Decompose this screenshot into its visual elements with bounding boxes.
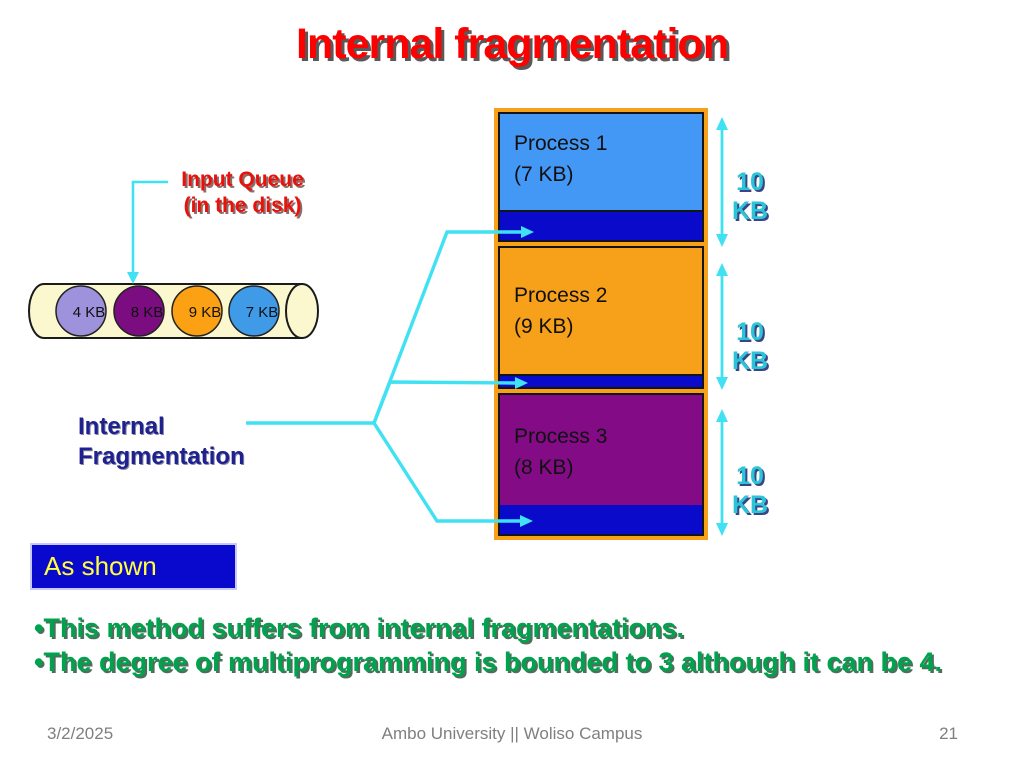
queue-item-7kb-label: 7 KB	[246, 304, 279, 321]
capacity-label-3-unit: KB	[731, 491, 769, 519]
process-2-area: Process 2 (9 KB)	[500, 248, 702, 376]
footer-campus: Ambo University || Woliso Campus	[381, 724, 643, 743]
cylinder-body	[28, 283, 303, 339]
cylinder-end-cap	[285, 283, 319, 339]
process-1-area: Process 1 (7 KB)	[500, 114, 702, 212]
memory-block-process-1: Process 1 (7 KB)	[498, 112, 704, 242]
process-2-name: Process 2	[514, 284, 608, 307]
process-3-size: (8 KB)	[514, 456, 574, 479]
slide-title: Internal fragmentation	[296, 20, 729, 68]
queue-item-4kb-circle	[55, 285, 107, 337]
capacity-label-3-value: 10	[736, 462, 764, 490]
internal-fragmentation-line2: Fragmentation	[78, 443, 245, 470]
capacity-label-3: 10 KB	[728, 462, 772, 520]
as-shown-box: As shown	[30, 543, 237, 590]
footer: 3/2/2025 Ambo University || Woliso Campu…	[0, 724, 1024, 748]
input-queue-label-line1: Input Queue	[181, 168, 304, 191]
queue-item-7kb-circle	[228, 285, 280, 337]
capacity-label-2-unit: KB	[731, 347, 769, 375]
queue-item-8kb-circle	[113, 285, 165, 337]
queue-item-4kb-label: 4 KB	[73, 304, 106, 321]
queue-item-8kb-label: 8 KB	[131, 304, 164, 321]
capacity-label-1-unit: KB	[731, 197, 769, 225]
queue-item-9kb-circle	[171, 285, 223, 337]
capacity-label-2: 10 KB	[728, 318, 772, 376]
input-queue-label-line2: (in the disk)	[183, 194, 302, 217]
capacity-label-1: 10 KB	[728, 168, 772, 226]
process-3-area: Process 3 (8 KB)	[500, 395, 702, 505]
capacity-label-2-value: 10	[736, 318, 764, 346]
disk-cylinder	[28, 283, 319, 339]
fragment-strip-3	[500, 505, 702, 534]
process-1-size: (7 KB)	[514, 163, 574, 186]
memory-column: Process 1 (7 KB) Process 2 (9 KB) Proces…	[494, 108, 708, 540]
footer-date: 3/2/2025	[47, 724, 114, 743]
capacity-label-1-value: 10	[736, 168, 764, 196]
capacity-arrows	[716, 117, 728, 536]
bullet-list: •This method suffers from internal fragm…	[34, 611, 999, 679]
input-queue-label: Input Queue (in the disk)	[150, 167, 335, 219]
process-3-name: Process 3	[514, 425, 608, 448]
process-1-name: Process 1	[514, 132, 608, 155]
fragment-strip-1	[500, 212, 702, 240]
queue-item-9kb-label: 9 KB	[189, 304, 222, 321]
process-2-size: (9 KB)	[514, 315, 574, 338]
internal-fragmentation-label: Internal Fragmentation	[78, 412, 245, 472]
memory-block-process-2: Process 2 (9 KB)	[498, 246, 704, 389]
memory-block-process-3: Process 3 (8 KB)	[498, 393, 704, 536]
queue-items: 4 KB 8 KB 9 KB 7 KB	[55, 285, 280, 337]
bullet-item-1: •This method suffers from internal fragm…	[34, 613, 685, 643]
internal-fragmentation-line1: Internal	[78, 413, 165, 440]
fragment-strip-2	[500, 376, 702, 387]
bullet-item-2: •The degree of multiprogramming is bound…	[34, 647, 943, 677]
fragmentation-connectors	[246, 226, 534, 527]
footer-page-number: 21	[939, 724, 958, 743]
